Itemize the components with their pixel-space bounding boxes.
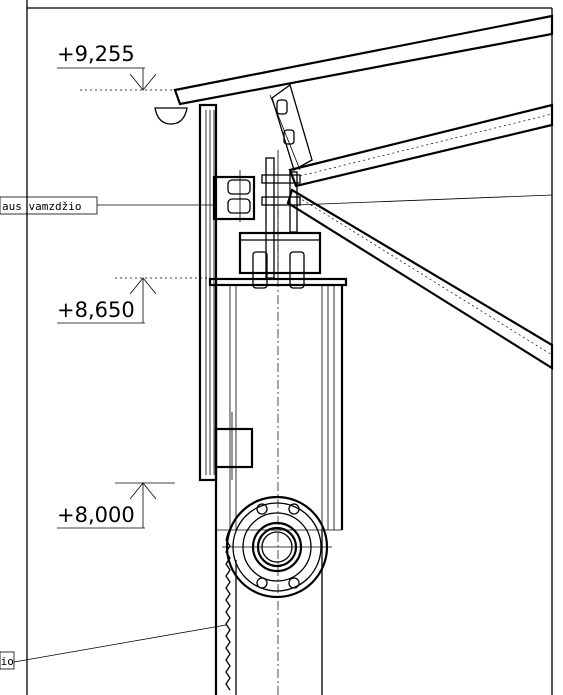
bolt-icon [252,251,268,289]
gutter-icon [154,107,188,125]
downpipe-hatch [225,539,231,691]
bolt-icon [283,129,295,145]
callout-label: aus vamzdžio [2,200,81,213]
elevation-label: +8,650 [57,298,135,322]
bolt-icon [227,198,251,214]
top-bracket [212,170,256,222]
callout-label: žio [0,655,14,668]
fascia-connector-box [214,427,254,469]
elevation-marker-9255: +9,255 [57,42,178,91]
rafter-connection-plate [269,83,313,171]
bolt-icon [276,99,288,115]
bolt-icon [256,577,268,589]
roof-rafter [173,14,554,106]
column-cap [238,231,322,289]
pipe-flange [222,495,332,599]
elevation-label: +8,000 [57,503,135,527]
fascia-plate [198,103,218,482]
callout-bottom: žio [0,624,227,670]
drawing-frame [26,0,553,695]
diagonal-brace [286,188,554,370]
elevation-marker-8650: +8,650 [57,277,210,324]
elevation-label: +9,255 [57,42,135,66]
upper-truss-chord [288,103,554,188]
pipe-column [214,285,344,695]
callout-top: aus vamzdžio [0,196,214,215]
bolt-icon [256,503,268,515]
bolt-icon [288,577,300,589]
downpipe-bend [225,499,259,541]
bolt-icon [288,503,300,515]
bolt-icon [227,179,251,195]
bolt-icon [289,251,305,289]
elevation-marker-8000: +8,000 [57,482,175,529]
